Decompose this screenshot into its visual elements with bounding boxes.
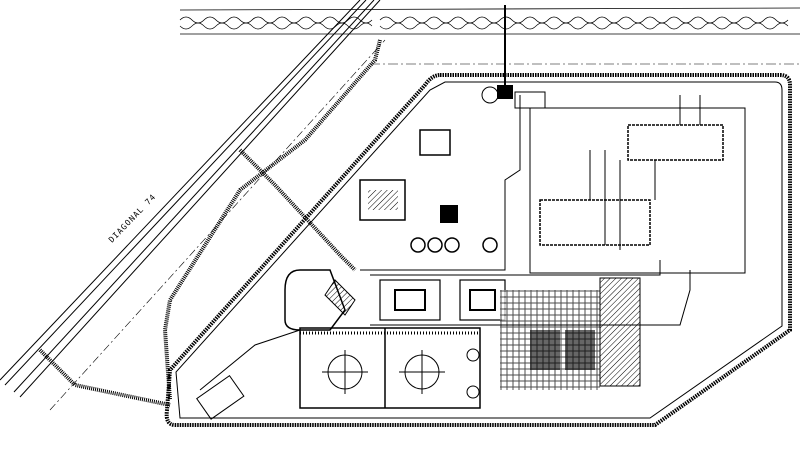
road-label: DIAGONAL 74	[107, 192, 158, 244]
diagonal-road	[0, 0, 386, 411]
access-road	[38, 39, 382, 407]
process-area	[359, 129, 641, 390]
pumps	[410, 237, 498, 253]
internal-roads	[196, 95, 691, 420]
tank-basins	[299, 327, 481, 409]
parking-loop	[284, 269, 356, 331]
substation-area	[514, 91, 746, 274]
river-band	[179, 7, 801, 35]
stack	[481, 5, 513, 104]
site-perimeter	[164, 63, 800, 427]
tank-2	[399, 350, 445, 394]
tank-1	[322, 350, 368, 394]
